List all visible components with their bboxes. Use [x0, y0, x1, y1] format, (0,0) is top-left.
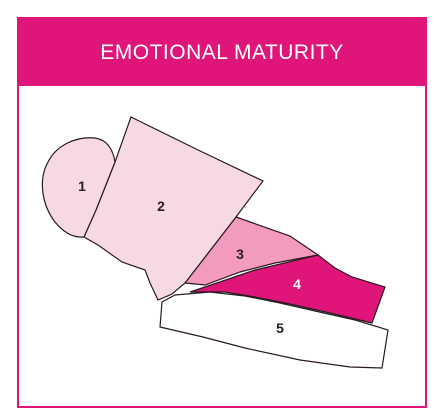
region-3-label: 3	[236, 246, 244, 262]
region-4-label: 4	[293, 276, 301, 292]
region-5-label: 5	[276, 320, 284, 336]
region-1-label: 1	[78, 178, 86, 194]
region-2-label: 2	[157, 198, 165, 214]
